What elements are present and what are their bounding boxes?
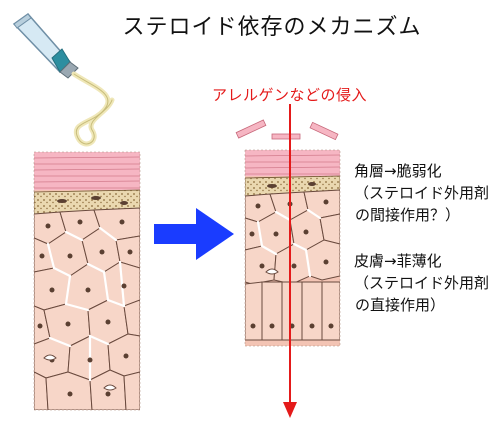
page-title: ステロイド依存のメカニズム bbox=[122, 15, 422, 40]
ointment-tube-icon bbox=[12, 12, 115, 147]
allergen-label: アレルゲンなどの侵入 bbox=[212, 86, 368, 104]
note-skin: 皮膚→菲薄化 （ステロイド外用剤 の直接作用） bbox=[354, 250, 489, 316]
normal-skin-illustration bbox=[34, 152, 140, 410]
thinned-skin-illustration bbox=[245, 150, 340, 346]
note-skin-sub1: （ステロイド外用剤 bbox=[354, 274, 490, 292]
note-corneum-head: 角層→脆弱化 bbox=[354, 162, 442, 180]
right-arrow-icon bbox=[154, 208, 234, 260]
note-corneum-sub2: の間接作用？） bbox=[355, 206, 461, 224]
allergen-arrow-icon bbox=[283, 104, 297, 418]
note-corneum-sub1: （ステロイド外用剤 bbox=[354, 184, 490, 202]
corneum-flakes bbox=[235, 119, 339, 141]
note-skin-head: 皮膚→菲薄化 bbox=[354, 252, 442, 270]
note-skin-sub2: の直接作用） bbox=[355, 296, 446, 314]
note-corneum: 角層→脆弱化 （ステロイド外用剤 の間接作用？） bbox=[354, 160, 489, 226]
